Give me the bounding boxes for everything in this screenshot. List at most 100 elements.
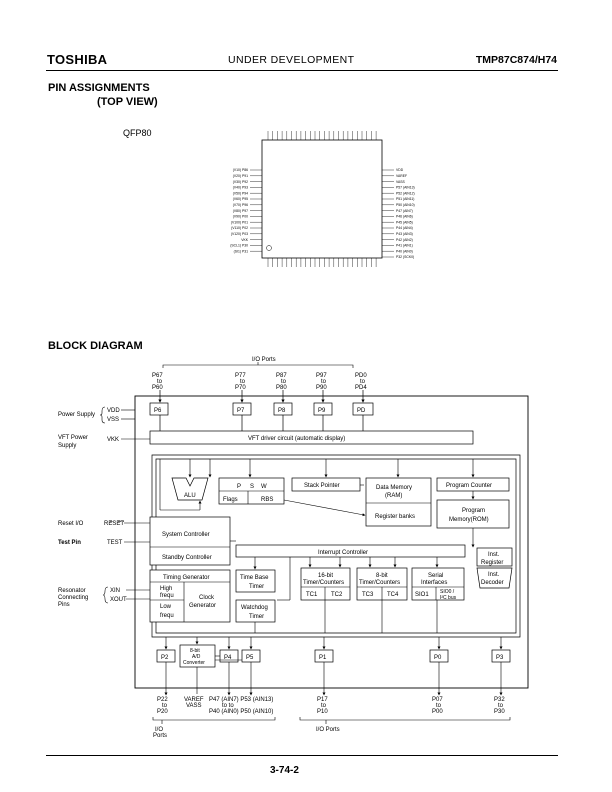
adc-label-2: A/D: [192, 654, 201, 660]
register-banks-label: Register banks: [375, 514, 415, 520]
sio0-label-1: SIO0 /: [440, 589, 455, 595]
inst-decoder-block: [476, 567, 513, 589]
pin-label-left: (V50) P94: [233, 191, 248, 195]
port-p1-label: P1: [319, 655, 327, 661]
vft-driver-label: VFT driver circuit (automatic display): [248, 436, 345, 442]
high-freq-label-2: frequ: [160, 593, 174, 599]
svg-text:VASS: VASS: [186, 703, 202, 709]
svg-text:P17: P17: [317, 697, 328, 703]
tc4-label: TC4: [387, 592, 399, 598]
pin-label-left: (V80) P97: [233, 209, 248, 213]
svg-text:P77: P77: [235, 373, 246, 379]
bottom-label-p2: P22 to P20: [157, 697, 168, 715]
port-pd-label: PD: [357, 408, 366, 414]
inst-register-label-1: Inst.: [488, 552, 500, 558]
port-range-p9: P97 to P90: [316, 373, 327, 391]
test-pin: TEST: [107, 540, 123, 546]
pin-label-right: VASS: [396, 180, 406, 184]
bottom-label-p3: P32 to P30: [494, 697, 505, 715]
pin-label-right: P46 (AIN6): [396, 215, 413, 219]
svg-text:to: to: [321, 703, 327, 709]
test-pin-label: Test Pin: [58, 540, 81, 546]
resonator-label-1: Resonator: [58, 588, 86, 594]
psw-s: S: [250, 484, 254, 490]
time-base-timer-block: [235, 569, 276, 593]
svg-text:PD0: PD0: [355, 373, 367, 379]
port-p5-label: P5: [246, 655, 254, 661]
pin-assignments-title: PIN ASSIGNMENTS: [48, 82, 150, 94]
pin-label-right: P50 (AIN10): [396, 203, 415, 207]
timer16-label-2: Timer/Counters: [303, 580, 344, 586]
bottom-label-p1: P17 to P10: [317, 697, 328, 715]
io-ports-bottom-left-bracket: [152, 717, 276, 721]
data-memory-label-1: Data Memory: [376, 485, 412, 491]
svg-text:P10: P10: [317, 709, 328, 715]
power-supply-label: Power Supply: [58, 412, 95, 418]
standby-controller-label: Standby Controller: [162, 555, 212, 561]
rbs-label: RBS: [261, 497, 273, 503]
svg-text:P97: P97: [316, 373, 327, 379]
pin-label-right: P43 (AIN3): [396, 232, 413, 236]
data-memory-label-2: (RAM): [385, 493, 402, 499]
pin-label-left: (V70) P96: [233, 203, 248, 207]
inst-decoder-label-2: Decoder: [481, 580, 504, 586]
port-p9-label: P9: [318, 408, 326, 414]
svg-text:P90: P90: [316, 385, 327, 391]
inst-register-label-2: Register: [481, 560, 503, 566]
pin-label-right: P32 (SCK0): [396, 255, 414, 259]
top-pins: [267, 131, 377, 140]
toshiba-logo: TOSHIBA: [47, 52, 108, 67]
pin-label-right: P41 (AIN1): [396, 244, 413, 248]
port-range-p8: P87 to P80: [276, 373, 287, 391]
watchdog-timer-block: [235, 599, 276, 623]
svg-text:P22: P22: [157, 697, 168, 703]
package-label: QFP80: [123, 128, 152, 138]
system-controller-block: [149, 516, 231, 566]
program-memory-block: [436, 499, 510, 529]
pin-label-right: VDD: [396, 168, 404, 172]
pin-label-right: P40 (AIN0): [396, 249, 413, 253]
pin-label-left: (V20) P91: [233, 174, 248, 178]
vdd-pin: VDD: [107, 408, 120, 414]
power-brace: [99, 406, 106, 424]
time-base-label-1: Time Base: [240, 575, 269, 581]
resonator-label-2: Connecting: [58, 595, 88, 601]
system-controller-label: System Controller: [162, 532, 210, 538]
tc1-label: TC1: [306, 592, 318, 598]
xout-pin: XOUT: [110, 597, 127, 603]
time-base-label-2: Timer: [249, 584, 264, 590]
timer8-label-2: Timer/Counters: [359, 580, 400, 586]
timer16-block: [300, 567, 351, 601]
timing-generator-block: [149, 569, 231, 623]
interrupt-controller-block: [235, 544, 466, 558]
clock-generator-label-2: Generator: [189, 603, 216, 609]
program-counter-label: Program Counter: [446, 483, 492, 489]
block-diagram: I/O Ports P67 to P60 P77 to P70 P87 to P…: [58, 357, 529, 739]
svg-text:to: to: [162, 703, 168, 709]
alu-label: ALU: [184, 493, 196, 499]
program-memory-label-1: Program: [462, 508, 485, 514]
inst-decoder-label-1: Inst.: [488, 572, 500, 578]
port-p6-label: P6: [154, 408, 162, 414]
pin-label-left: (V90) P00: [233, 215, 248, 219]
pin-assignments-subtitle: (TOP VIEW): [97, 96, 158, 108]
serial-interfaces-block: [411, 567, 465, 601]
program-memory-label-2: Memory(ROM): [449, 517, 489, 523]
svg-text:P67: P67: [152, 373, 163, 379]
page-number: 3-74-2: [270, 765, 299, 776]
pin-label-left: (SI1) P31: [234, 249, 248, 253]
vss-pin: VSS: [107, 417, 119, 423]
stack-pointer-label: Stack Pointer: [304, 483, 340, 489]
stack-pointer-block: [291, 477, 361, 492]
pin-label-right: P45 (AIN5): [396, 220, 413, 224]
svg-text:P20: P20: [157, 709, 168, 715]
svg-text:to: to: [240, 379, 246, 385]
data-memory-block: [365, 477, 432, 527]
io-ports-bottom-label: I/O Ports: [316, 727, 340, 733]
pin-label-left: (V60) P95: [233, 197, 248, 201]
chip-body: [261, 139, 383, 259]
reset-pin: RESET: [104, 521, 124, 527]
flags-label: Flags: [223, 497, 238, 503]
svg-text:P47 (AIN7) P53 (AIN13): P47 (AIN7) P53 (AIN13): [209, 697, 273, 703]
